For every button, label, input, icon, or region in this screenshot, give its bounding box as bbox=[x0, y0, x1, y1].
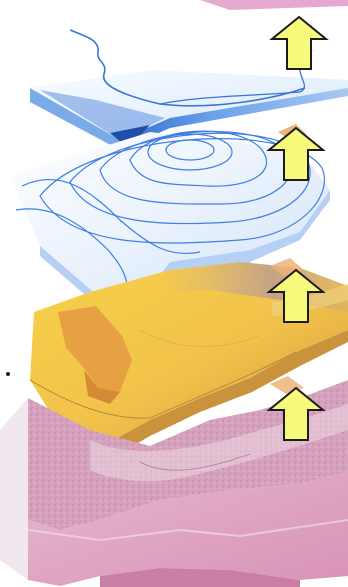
top-edge-sliver bbox=[200, 0, 348, 10]
up-arrow-icon bbox=[272, 17, 326, 69]
marker-dot bbox=[6, 372, 10, 376]
